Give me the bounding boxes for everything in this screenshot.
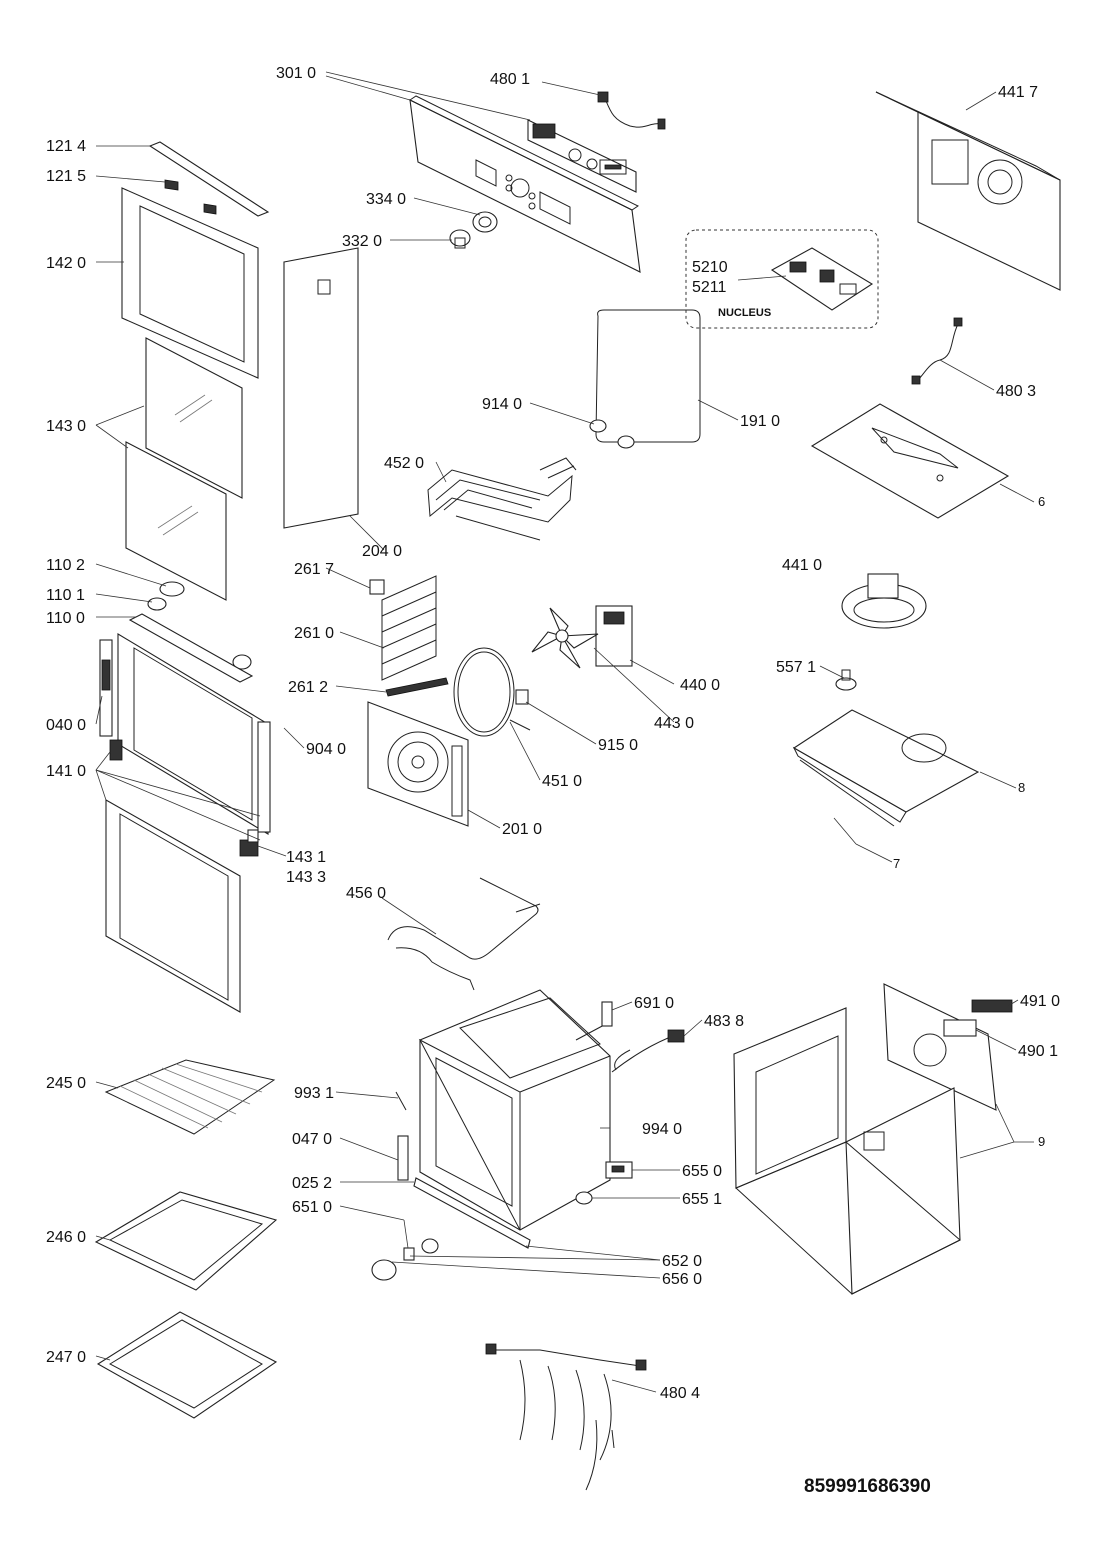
label-143-0: 143 0: [46, 418, 86, 435]
part-top-plate: [810, 403, 1010, 519]
part-grill-element: [427, 457, 577, 541]
part-cavity: [418, 989, 611, 1231]
label-047-0: 047 0: [292, 1131, 332, 1148]
part-cooling-fan: [841, 573, 927, 629]
label-652-0: 652 0: [662, 1253, 702, 1270]
leader-lines: [95, 71, 1035, 1393]
part-control-panel: [409, 95, 641, 273]
label-5210: 5210: [692, 259, 728, 276]
part-glass-panels-143: [125, 337, 243, 601]
label-204-0: 204 0: [362, 543, 402, 560]
part-door-seal: [595, 309, 701, 443]
part-cable-480-3: [911, 317, 963, 385]
label-301-0: 301 0: [276, 65, 316, 82]
label-440-0: 440 0: [680, 677, 720, 694]
label-142-0: 142 0: [46, 255, 86, 272]
part-side-rack: [369, 575, 449, 697]
part-circular-element: [453, 647, 531, 737]
label-7: 7: [893, 856, 900, 871]
label-245-0: 245 0: [46, 1075, 86, 1092]
label-656-0: 656 0: [662, 1271, 702, 1288]
label-8: 8: [1018, 780, 1025, 795]
label-655-0: 655 0: [682, 1163, 722, 1180]
label-201-0: 201 0: [502, 821, 542, 838]
label-491-0: 491 0: [1020, 993, 1060, 1010]
label-452-0: 452 0: [384, 455, 424, 472]
label-261-7: 261 7: [294, 561, 334, 578]
label-480-1: 480 1: [490, 71, 530, 88]
label-110-0: 110 0: [46, 610, 85, 627]
label-904-0: 904 0: [306, 741, 346, 758]
label-655-1: 655 1: [682, 1191, 722, 1208]
label-332-0: 332 0: [342, 233, 382, 250]
label-443-0: 443 0: [654, 715, 694, 732]
part-nucleus-board: [685, 229, 879, 329]
part-lamp: [371, 1238, 439, 1281]
label-9: 9: [1038, 1134, 1045, 1149]
label-247-0: 247 0: [46, 1349, 86, 1366]
part-wiring-harness: [485, 1343, 647, 1491]
label-993-1: 993 1: [294, 1085, 334, 1102]
part-fan-motor: [515, 605, 633, 705]
part-labels: 301 0 480 1 441 7 121 4 121 5 334 0 332 …: [46, 65, 1060, 1497]
part-cabinet: [733, 983, 1013, 1295]
part-door-lock: [575, 1161, 633, 1205]
label-451-0: 451 0: [542, 773, 582, 790]
part-cooling-duct: [792, 709, 980, 827]
part-door-top-profile: [148, 141, 270, 217]
part-hinge-143: [239, 829, 259, 857]
part-back-panel: [875, 91, 1061, 291]
part-oven-rack: [104, 1059, 276, 1135]
part-grommets-914: [589, 419, 635, 449]
label-nucleus: NUCLEUS: [718, 307, 771, 319]
part-rear-cover: [283, 247, 359, 529]
label-480-3: 480 3: [996, 383, 1036, 400]
part-hinge-parts-110: [147, 581, 252, 670]
label-914-0: 914 0: [482, 396, 522, 413]
label-246-0: 246 0: [46, 1229, 86, 1246]
label-143-3: 143 3: [286, 869, 326, 886]
part-inner-glass-142: [121, 187, 259, 379]
label-651-0: 651 0: [292, 1199, 332, 1216]
label-915-0: 915 0: [598, 737, 638, 754]
part-bottom-element: [387, 877, 541, 991]
label-557-1: 557 1: [776, 659, 816, 676]
part-cable-480-1: [597, 91, 666, 130]
part-fan-cover: [367, 701, 469, 827]
label-261-2: 261 2: [288, 679, 328, 696]
label-191-0: 191 0: [740, 413, 780, 430]
label-110-1: 110 1: [46, 587, 85, 604]
label-994-0: 994 0: [642, 1121, 682, 1138]
document-code: 859991686390: [804, 1476, 931, 1497]
label-110-2: 110 2: [46, 557, 85, 574]
part-screw-hinge-support: [395, 1091, 409, 1181]
label-441-0: 441 0: [782, 557, 822, 574]
label-040-0: 040 0: [46, 717, 86, 734]
label-141-0: 141 0: [46, 763, 86, 780]
label-483-8: 483 8: [704, 1013, 744, 1030]
label-480-4: 480 4: [660, 1385, 700, 1402]
part-outer-door-glass: [105, 799, 241, 1013]
label-490-1: 490 1: [1018, 1043, 1058, 1060]
label-121-4: 121 4: [46, 138, 86, 155]
part-bottom-profile: [413, 1177, 531, 1249]
label-025-2: 025 2: [292, 1175, 332, 1192]
label-143-1: 143 1: [286, 849, 326, 866]
label-334-0: 334 0: [366, 191, 406, 208]
part-outer-door: [99, 613, 271, 835]
label-261-0: 261 0: [294, 625, 334, 642]
label-121-5: 121 5: [46, 168, 86, 185]
label-6: 6: [1038, 494, 1045, 509]
part-deep-tray: [96, 1311, 278, 1419]
label-691-0: 691 0: [634, 995, 674, 1012]
label-456-0: 456 0: [346, 885, 386, 902]
part-knobs: [449, 211, 498, 249]
part-thermostat: [835, 669, 857, 691]
label-5211: 5211: [692, 279, 727, 296]
part-baking-tray: [94, 1191, 278, 1291]
part-probe-and-cable: [575, 1001, 685, 1073]
label-441-7: 441 7: [998, 84, 1038, 101]
